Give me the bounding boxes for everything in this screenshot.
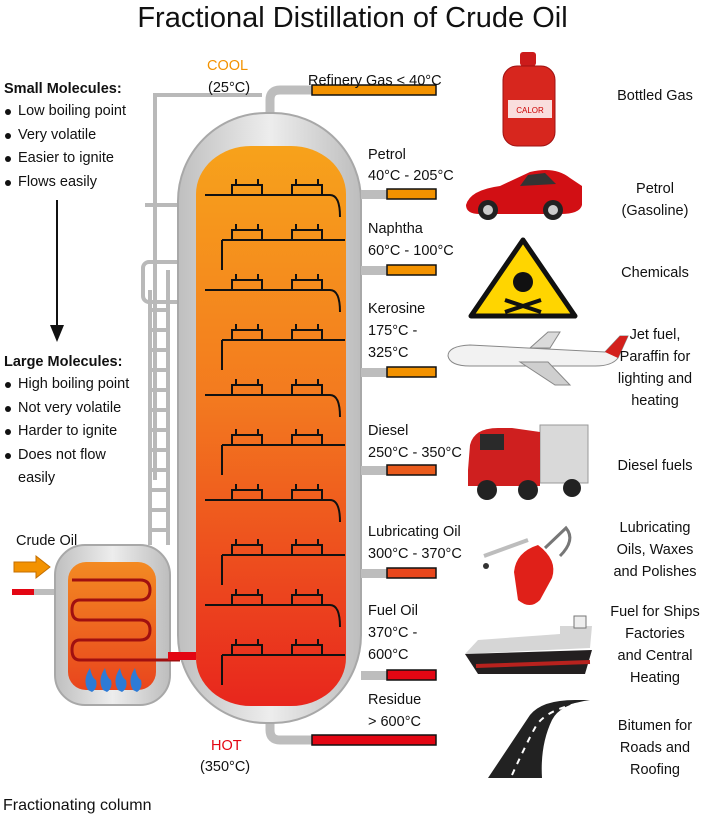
outlet-pipe xyxy=(386,188,437,200)
truck-icon xyxy=(468,424,589,500)
fraction-outlets xyxy=(311,84,437,746)
sports-car-icon xyxy=(466,170,582,220)
top-pipe xyxy=(265,85,312,120)
flame-icons xyxy=(85,668,142,692)
cylinder-brand: CALOR xyxy=(516,106,544,115)
large-point: High boiling point xyxy=(4,373,129,397)
outlet-pipe-stub xyxy=(361,368,387,377)
hot-temp: (350°C) xyxy=(200,759,251,775)
tray xyxy=(205,589,341,628)
cool-label: COOL xyxy=(207,58,249,74)
outlet-pipe xyxy=(386,464,437,476)
toxic-hazard-icon xyxy=(468,237,578,319)
tray xyxy=(221,539,345,585)
product-label: Bottled Gas xyxy=(617,88,693,104)
small-point: Very volatile xyxy=(4,124,126,148)
outlet-pipe-stub xyxy=(361,671,387,680)
large-molecules-heading: Large Molecules: xyxy=(4,354,123,370)
product-label: Jet fuel, Paraffin for lighting and heat… xyxy=(617,327,693,409)
bubble-cap-trays xyxy=(205,179,345,685)
outlet-pipe-stub xyxy=(361,466,387,475)
small-molecules: Small Molecules: Low boiling point Very … xyxy=(4,80,126,194)
tray xyxy=(221,639,345,685)
large-point: Harder to ignite xyxy=(4,420,129,444)
small-molecules-heading: Small Molecules: xyxy=(4,81,122,97)
oil-can-icon xyxy=(483,525,572,605)
large-point-cont: easily xyxy=(18,470,56,486)
hot-label: HOT xyxy=(211,738,242,754)
product-label: Fuel for Ships Factories and Central Hea… xyxy=(610,604,700,686)
small-point: Low boiling point xyxy=(4,100,126,124)
outlet-pipe xyxy=(386,567,437,579)
heating-coil xyxy=(70,578,180,662)
cargo-ship-icon xyxy=(465,615,592,674)
fraction-name: Lubricating Oil xyxy=(368,524,461,540)
fraction-range: 175°C - xyxy=(368,323,418,339)
outlet-pipe-stub xyxy=(361,190,387,199)
page-title: Fractional Distillation of Crude Oil xyxy=(137,2,568,34)
fraction-range: 370°C - xyxy=(368,625,418,641)
gas-cylinder-icon: CALOR xyxy=(502,52,556,147)
product-label: Bitumen for Roads and Roofing xyxy=(617,718,693,778)
fraction-name: Residue xyxy=(368,692,422,708)
small-point: Flows easily xyxy=(4,171,126,195)
caption: Fractionating column xyxy=(3,797,152,814)
product-label: Lubricating Oils, Waxes and Polishes xyxy=(613,520,697,580)
cool-temp: (25°C) xyxy=(208,80,251,96)
tray xyxy=(221,429,345,475)
fraction-range: 300°C - 370°C xyxy=(368,546,462,562)
fraction-name: Diesel xyxy=(368,423,409,439)
large-point: Does not flow xyxy=(4,444,129,468)
fraction-name: Kerosine xyxy=(368,301,426,317)
road-icon xyxy=(488,700,590,778)
column-interior xyxy=(196,146,346,706)
outlet-pipe xyxy=(386,366,437,378)
outlet-pipe xyxy=(386,669,437,681)
large-point: Not very volatile xyxy=(4,397,129,421)
fraction-name: Petrol xyxy=(368,147,406,163)
fraction-range: 250°C - 350°C xyxy=(368,445,462,461)
fraction-name: Fuel Oil xyxy=(368,603,418,619)
fraction-range: 325°C xyxy=(368,345,409,361)
fraction-name: Refinery Gas < 40°C xyxy=(308,73,442,89)
fraction-range: 40°C - 205°C xyxy=(368,168,454,184)
tray xyxy=(221,224,345,270)
tray xyxy=(205,179,341,218)
tray xyxy=(205,484,341,523)
airplane-icon xyxy=(447,331,629,386)
fraction-range: 600°C xyxy=(368,647,409,663)
product-label: Chemicals xyxy=(621,265,689,281)
outlet-pipe xyxy=(311,84,437,96)
small-point: Easier to ignite xyxy=(4,147,126,171)
bottom-pipe xyxy=(265,700,312,745)
product-label: Diesel fuels xyxy=(617,458,693,474)
tray xyxy=(205,379,341,418)
outlet-pipe xyxy=(386,264,437,276)
large-molecules: Large Molecules: High boiling point Not … xyxy=(4,353,129,491)
outlet-pipe-stub xyxy=(361,266,387,275)
outlet-pipe-stub xyxy=(361,569,387,578)
tray xyxy=(221,324,345,370)
fraction-range: 60°C - 100°C xyxy=(368,243,454,259)
outlet-pipe xyxy=(311,734,437,746)
fraction-name: Naphtha xyxy=(368,221,423,237)
crude-oil-label: Crude Oil xyxy=(16,533,78,549)
product-label: Petrol (Gasoline) xyxy=(621,181,689,219)
tray xyxy=(205,274,341,313)
fraction-range: > 600°C xyxy=(368,714,421,730)
crude-oil-arrow-icon xyxy=(13,554,51,580)
